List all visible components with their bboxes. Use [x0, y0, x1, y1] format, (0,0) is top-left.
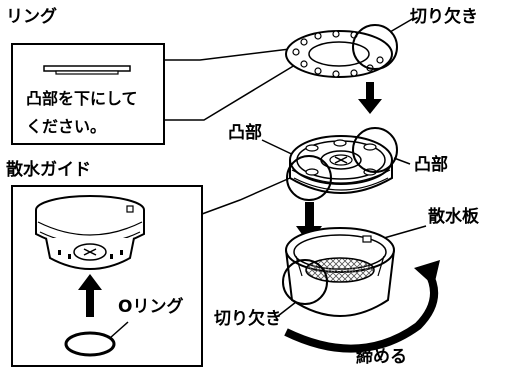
spray-plate-leader	[383, 225, 427, 239]
convex-right-leader	[393, 157, 411, 165]
spray-plate-label: 散水板	[428, 206, 480, 227]
ring-side-view	[43, 65, 131, 72]
ring-title: リング	[6, 6, 57, 27]
o-ring	[64, 331, 116, 357]
spray-guide-leader	[201, 177, 291, 215]
tighten-label: 締める	[356, 346, 407, 367]
notch-top-leader	[389, 17, 415, 33]
curved-arrow-clockwise-icon	[284, 260, 440, 353]
notch-bottom-leader	[277, 301, 297, 317]
ring-top-view	[285, 30, 393, 78]
spray-guide-upside-down	[35, 195, 145, 270]
notch-bottom-label: 切り欠き	[214, 308, 282, 329]
spray-guide-title: 散水ガイド	[6, 159, 91, 180]
arrow-up-icon	[78, 274, 102, 317]
spray-plate-cup	[285, 227, 395, 317]
convex-right-label: 凸部	[414, 154, 448, 175]
convex-right-highlight	[352, 127, 398, 173]
notch-top-label: 切り欠き	[410, 6, 478, 27]
o-ring-label: Oリング	[118, 296, 183, 317]
ring-note-line2: ください。	[26, 117, 106, 136]
o-ring-leader	[109, 321, 129, 339]
notch-highlight-top	[352, 24, 398, 70]
ring-leader-lines	[164, 47, 301, 121]
spray-guide-middle	[289, 135, 393, 194]
notch-highlight-bottom	[282, 259, 328, 305]
ring-callout-box	[11, 43, 165, 145]
convex-left-highlight	[286, 155, 332, 201]
convex-left-label: 凸部	[228, 122, 262, 143]
ring-note-line1: 凸部を下にして	[26, 89, 138, 108]
arrow-down-icon	[358, 82, 382, 114]
